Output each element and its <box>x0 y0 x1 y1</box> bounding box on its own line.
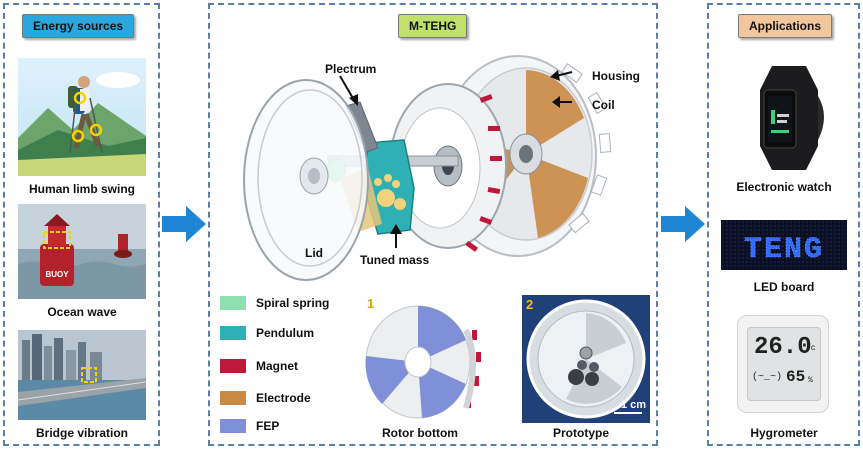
energy-sources-title: Energy sources <box>22 14 135 38</box>
legend-swatch <box>220 359 246 373</box>
legend-swatch <box>220 419 246 433</box>
electronic-watch-label: Electronic watch <box>736 180 832 194</box>
electronic-watch-image <box>742 66 830 170</box>
prototype-number: 2 <box>526 297 534 312</box>
flow-arrow-right-icon <box>661 206 705 242</box>
legend-label: FEP <box>256 419 280 433</box>
lid-disc <box>243 79 369 281</box>
legend-pendulum: Pendulum <box>220 325 314 341</box>
legend-swatch <box>220 296 246 310</box>
hygrometer-humidity-unit: % <box>808 376 813 385</box>
hygrometer-temp-unit: °c <box>806 344 816 353</box>
hygrometer-temperature: 26.0 <box>754 334 812 361</box>
rotor-number: 1 <box>367 296 375 311</box>
bridge-vibration-label: Bridge vibration <box>35 426 128 440</box>
legend-spiral-spring: Spiral spring <box>220 295 329 311</box>
legend-swatch <box>220 326 246 340</box>
legend-label: Magnet <box>256 359 298 373</box>
legend-swatch <box>220 391 246 405</box>
applications-title: Applications <box>738 14 833 38</box>
legend-electrode: Electrode <box>220 390 311 406</box>
plectrum-label: Plectrum <box>325 62 377 76</box>
led-board-label: LED board <box>753 280 815 294</box>
hygrometer-image: 26.0 °c (~_~) 65 % <box>737 315 829 413</box>
scale-bar-label: 1 cm <box>620 399 646 411</box>
prototype-image: 2 1 cm <box>522 295 650 423</box>
legend-label: Spiral spring <box>256 296 330 310</box>
hygrometer-screen: 26.0 °c (~_~) 65 % <box>747 327 821 401</box>
applications-panel <box>707 3 860 446</box>
led-board-image: TENG <box>721 220 847 270</box>
housing-label: Housing <box>592 69 640 83</box>
bridge-image <box>18 330 146 420</box>
mtehg-title: M-TEHG <box>398 14 468 38</box>
ocean-wave-label: Ocean wave <box>47 305 117 319</box>
tuned-mass-label: Tuned mass <box>360 253 430 267</box>
buoy-text: BUOY <box>45 270 69 279</box>
exploded-view-diagram <box>243 55 612 281</box>
energy-sources-panel <box>3 3 160 446</box>
flow-arrow-left-icon <box>162 206 206 242</box>
hygrometer-face: (~_~) <box>752 372 783 383</box>
coil-label: Coil <box>592 98 615 112</box>
rotor-bottom-label: Rotor bottom <box>382 426 458 440</box>
mtehg-panel <box>208 3 658 446</box>
legend-label: Pendulum <box>256 326 315 340</box>
legend-label: Electrode <box>256 391 311 405</box>
hygrometer-label: Hygrometer <box>750 426 818 440</box>
led-board-text: TENG <box>744 233 824 267</box>
hygrometer-humidity: 65 <box>786 368 806 386</box>
rotor-bottom-image <box>365 305 481 419</box>
ocean-wave-image: BUOY <box>18 204 146 299</box>
legend-magnet: Magnet <box>220 358 298 374</box>
legend-fep: FEP <box>220 418 279 434</box>
lid-label: Lid <box>305 246 323 260</box>
human-limb-swing-label: Human limb swing <box>28 182 135 196</box>
prototype-label: Prototype <box>553 426 610 440</box>
hiker-image <box>18 58 146 176</box>
